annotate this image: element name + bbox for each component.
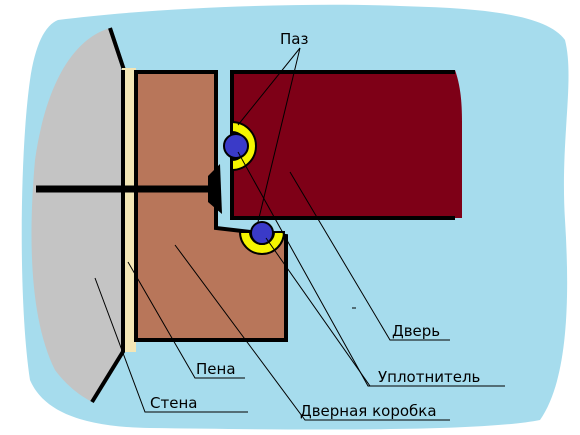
label-seal: Уплотнитель [378,368,480,386]
label-door-frame: Дверная коробка [300,402,437,420]
leader-wall [94,277,248,413]
door-leaf [232,70,462,218]
wall [31,28,122,402]
leader-foam [127,261,245,379]
label-foam: Пена [196,360,236,378]
label-groove: Паз [280,30,308,48]
seal-upper [223,133,249,159]
leader-seal-lower [265,237,371,387]
leader-lines [94,47,505,421]
leader-groove-lower [257,47,301,223]
leader-seal-upper [237,151,505,387]
label-door: Дверь [392,322,440,340]
leader-door-frame [174,244,450,421]
door-frame [134,70,288,342]
seal-lower [250,221,274,245]
foam-strip [122,68,136,352]
anchor-bolt-head [208,164,222,214]
label-wall: Стена [150,394,197,412]
leader-groove-upper [237,47,301,126]
leader-door [289,171,450,341]
wall-edge-top [108,27,126,71]
wall-edge-bottom [90,348,126,404]
